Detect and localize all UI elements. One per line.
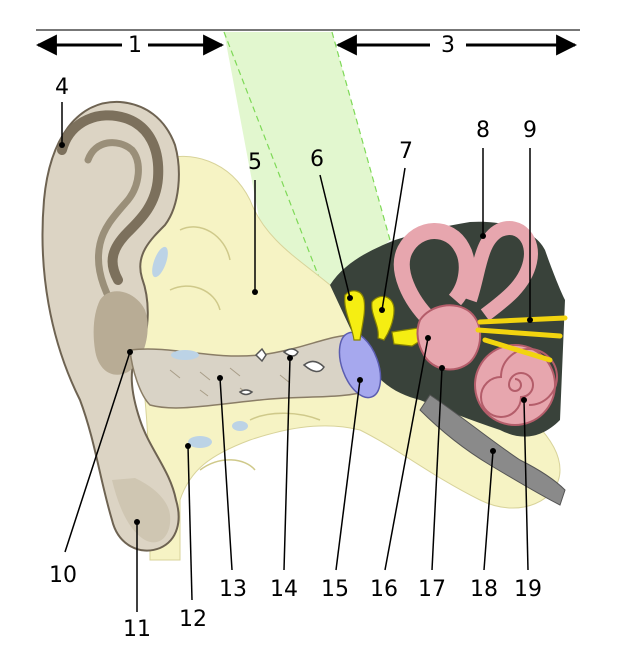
label-9: 9	[523, 118, 537, 143]
label-13: 13	[219, 577, 247, 602]
earlobe	[112, 478, 171, 543]
middle-ear-boundary-left	[223, 31, 321, 281]
middle-ear-boundary-right	[331, 31, 391, 241]
leader-12	[187, 445, 193, 601]
leader-6	[319, 174, 351, 299]
label-6: 6	[310, 147, 324, 172]
antihelix	[84, 139, 142, 304]
leader-13	[219, 377, 233, 571]
canal-cells	[238, 347, 325, 396]
label-7: 7	[399, 139, 413, 164]
leader-18	[483, 450, 494, 571]
semicircular-canal-anterior	[393, 223, 475, 326]
leader-dots	[59, 142, 533, 525]
leader-10	[64, 351, 131, 553]
canal-texture	[169, 367, 291, 397]
leader-16	[384, 337, 429, 571]
vestibulocochlear-nerve	[475, 315, 568, 363]
leader-19	[523, 399, 529, 571]
region-label-outer-ear: 1	[128, 33, 142, 58]
label-11: 11	[123, 617, 151, 642]
label-12: 12	[179, 607, 207, 632]
vestibule	[416, 304, 482, 371]
inner-ear	[393, 221, 558, 426]
label-15: 15	[321, 577, 349, 602]
bone-texture	[169, 226, 321, 471]
leader-17	[431, 367, 443, 571]
region-label-inner-ear: 3	[441, 33, 455, 58]
label-8: 8	[476, 118, 490, 143]
label-5: 5	[248, 150, 262, 175]
incus	[371, 295, 395, 341]
label-18: 18	[470, 577, 498, 602]
leader-lines	[61, 102, 531, 612]
label-17: 17	[418, 577, 446, 602]
label-16: 16	[370, 577, 398, 602]
cochlea-spiral	[480, 348, 558, 418]
leader-15	[335, 379, 361, 571]
label-19: 19	[514, 577, 542, 602]
malleus	[344, 290, 366, 341]
leader-7	[381, 167, 406, 311]
label-4: 4	[55, 75, 69, 100]
semicircular-canal-posterior	[463, 221, 538, 321]
label-14: 14	[270, 577, 298, 602]
callout-labels: 4 5 6 7 8 9 10 11 12 13 14 15 16 17 18 1…	[49, 75, 542, 642]
eardrum	[338, 331, 382, 399]
helix-fold	[57, 110, 164, 285]
bone-vessels	[152, 246, 248, 448]
label-10: 10	[49, 563, 77, 588]
leader-14	[283, 357, 291, 571]
